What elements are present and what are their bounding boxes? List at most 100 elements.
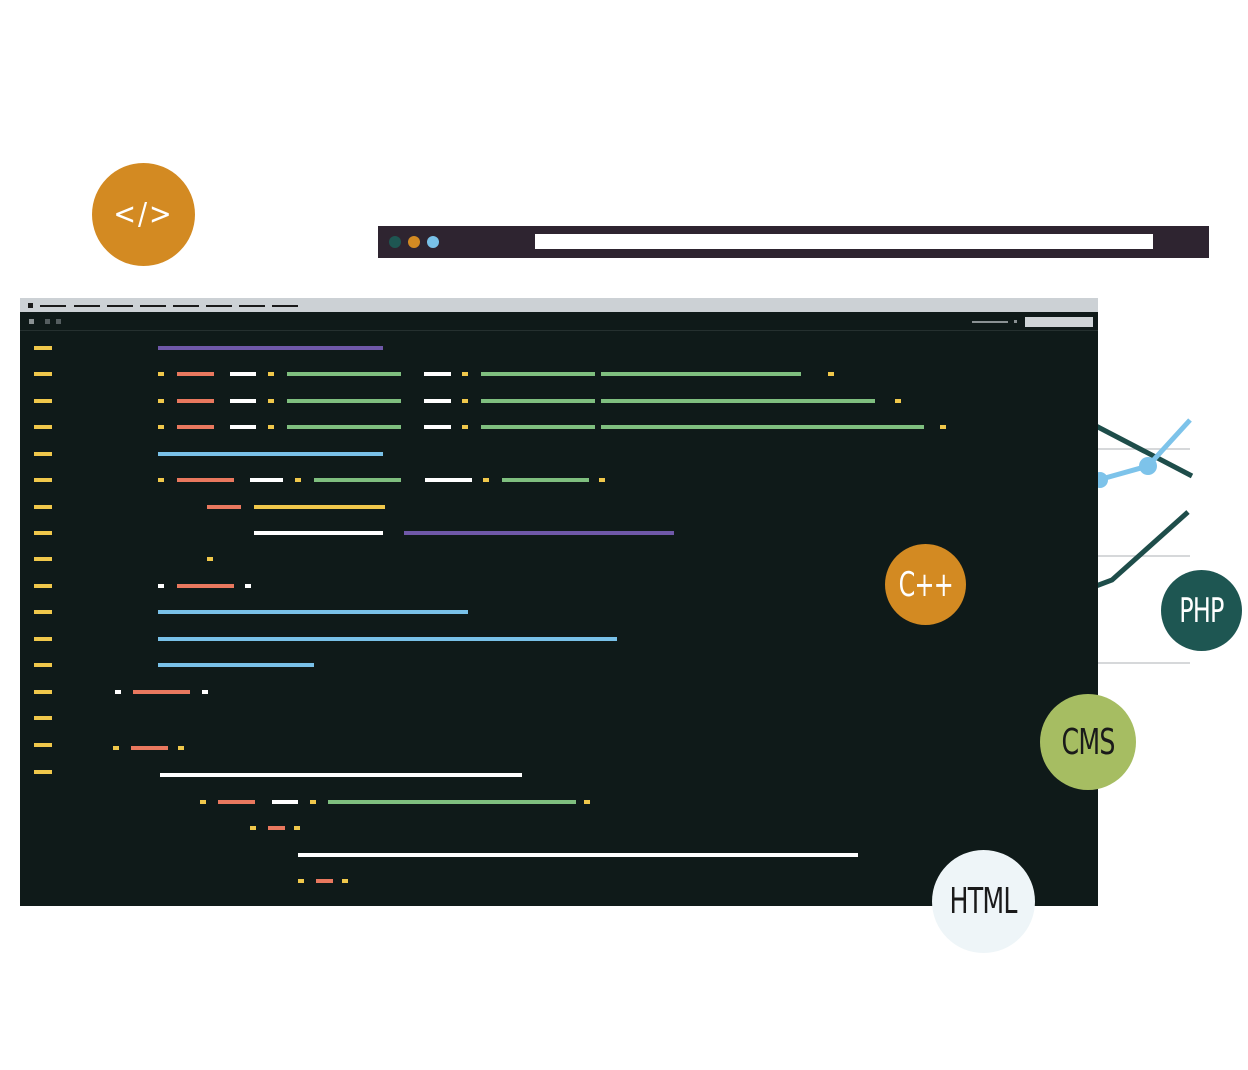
- menu-item[interactable]: [40, 305, 66, 307]
- code-token: [895, 399, 901, 403]
- chart-line-dark: [1094, 423, 1194, 479]
- code-token: [133, 690, 190, 694]
- code-token: [177, 399, 214, 403]
- code-token: [268, 425, 274, 429]
- toolbar-icon[interactable]: [56, 319, 61, 324]
- code-token: [158, 637, 617, 641]
- menu-icon[interactable]: [28, 303, 33, 308]
- code-token: [287, 372, 401, 376]
- code-token: [599, 478, 605, 482]
- code-token: [462, 372, 468, 376]
- code-token: [425, 478, 472, 482]
- code-token: [268, 399, 274, 403]
- code-token: [404, 531, 674, 535]
- minimize-dot-icon[interactable]: [408, 236, 420, 248]
- code-token: [481, 399, 595, 403]
- code-token: [250, 826, 256, 830]
- cpp-badge: C++: [885, 544, 966, 625]
- code-token: [158, 584, 164, 588]
- php-label: PHP: [1179, 590, 1224, 631]
- close-dot-icon[interactable]: [389, 236, 401, 248]
- line-number-marker: [34, 716, 52, 720]
- toolbar-dot: [1014, 320, 1017, 323]
- code-token: [424, 372, 451, 376]
- code-token: [462, 399, 468, 403]
- code-token: [207, 557, 213, 561]
- line-number-marker: [34, 452, 52, 456]
- code-token: [483, 478, 489, 482]
- menu-item[interactable]: [107, 305, 133, 307]
- code-token: [158, 452, 383, 456]
- code-tag-icon: </>: [92, 163, 195, 266]
- code-token: [230, 372, 256, 376]
- code-token: [207, 505, 241, 509]
- line-number-marker: [34, 505, 52, 509]
- code-token: [481, 372, 595, 376]
- editor-menu-bar: [20, 298, 1098, 312]
- toolbar-icon[interactable]: [45, 319, 50, 324]
- code-token: [424, 399, 451, 403]
- code-token: [177, 425, 214, 429]
- maximize-dot-icon[interactable]: [427, 236, 439, 248]
- code-token: [342, 879, 348, 883]
- cpp-label: C++: [898, 564, 953, 605]
- code-token: [462, 425, 468, 429]
- menu-item[interactable]: [74, 305, 100, 307]
- code-token: [601, 372, 801, 376]
- code-tag-label: </>: [113, 197, 174, 232]
- toolbar-icon[interactable]: [29, 319, 34, 324]
- code-token: [298, 879, 304, 883]
- cms-label: CMS: [1061, 721, 1115, 763]
- line-number-marker: [34, 478, 52, 482]
- line-number-marker: [34, 399, 52, 403]
- menu-item[interactable]: [173, 305, 199, 307]
- code-token: [316, 879, 333, 883]
- menu-item[interactable]: [239, 305, 265, 307]
- code-token: [287, 399, 401, 403]
- toolbar-search-box[interactable]: [1025, 317, 1093, 327]
- code-token: [287, 425, 401, 429]
- code-token: [584, 800, 590, 804]
- menu-item[interactable]: [272, 305, 298, 307]
- chart-point: [1139, 457, 1157, 475]
- code-token: [158, 399, 164, 403]
- code-token: [254, 531, 383, 535]
- line-number-marker: [34, 743, 52, 747]
- line-number-marker: [34, 690, 52, 694]
- code-token: [158, 346, 383, 350]
- code-token: [601, 399, 875, 403]
- line-number-marker: [34, 372, 52, 376]
- code-token: [218, 800, 255, 804]
- code-token: [295, 478, 301, 482]
- menu-item[interactable]: [206, 305, 232, 307]
- line-number-marker: [34, 610, 52, 614]
- code-token: [230, 425, 256, 429]
- code-token: [298, 853, 858, 857]
- line-number-marker: [34, 584, 52, 588]
- cms-badge: CMS: [1040, 694, 1136, 790]
- menu-item[interactable]: [140, 305, 166, 307]
- code-token: [328, 800, 576, 804]
- html-label: HTML: [949, 881, 1018, 922]
- code-token: [158, 610, 468, 614]
- code-token: [294, 826, 300, 830]
- line-number-marker: [34, 346, 52, 350]
- code-token: [310, 800, 316, 804]
- code-token: [254, 505, 385, 509]
- code-token: [250, 478, 283, 482]
- line-number-marker: [34, 770, 52, 774]
- code-token: [160, 773, 522, 777]
- code-token: [268, 826, 285, 830]
- code-token: [131, 746, 168, 750]
- line-number-marker: [34, 637, 52, 641]
- php-badge: PHP: [1161, 570, 1242, 651]
- address-bar[interactable]: [535, 234, 1153, 249]
- code-token: [178, 746, 184, 750]
- code-token: [230, 399, 256, 403]
- code-token: [502, 478, 589, 482]
- code-token: [200, 800, 206, 804]
- code-token: [481, 425, 595, 429]
- editor-toolbar: [20, 312, 1098, 331]
- line-number-marker: [34, 531, 52, 535]
